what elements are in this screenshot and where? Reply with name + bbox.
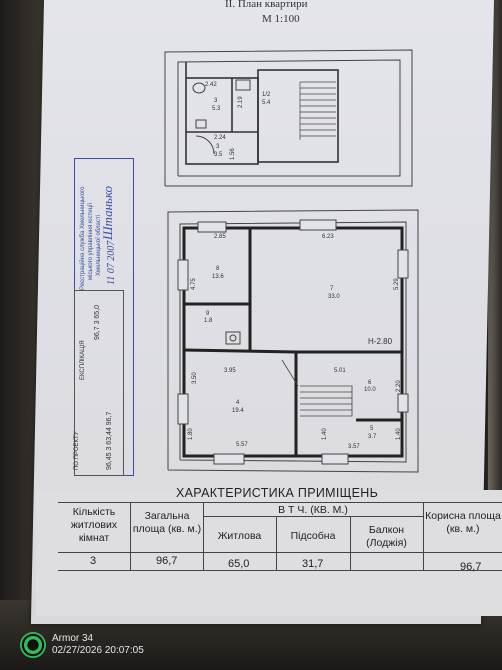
svg-text:3.5: 3.5 (214, 152, 223, 158)
watermark-brand: Armor 34 (52, 633, 94, 644)
value-living: 65,0 (228, 558, 250, 570)
lower-text: 2.85 6.23 8 13.6 4.75 7 33.0 5.29 9 1.8 … (188, 234, 402, 450)
lower-stairs (281, 359, 353, 417)
upper-frame (164, 49, 413, 187)
svg-text:2.20: 2.20 (396, 380, 402, 392)
svg-text:1.80: 1.80 (188, 428, 194, 440)
svg-text:1.40: 1.40 (396, 428, 402, 440)
side-table-row-1: 96,7 3 65,0 (94, 304, 101, 340)
table-col-4 (350, 516, 351, 570)
stamp-date: 11 07 2007 (106, 240, 117, 285)
svg-text:1/2: 1/2 (262, 92, 271, 98)
side-explication-box (74, 290, 124, 476)
header-living: Житлова (217, 530, 262, 542)
svg-text:9: 9 (206, 311, 210, 317)
side-table-caption: ПО ПРОЕКТУ (74, 431, 80, 470)
table-line-bottom (58, 570, 502, 571)
svg-text:5.01: 5.01 (334, 368, 346, 374)
svg-text:33.0: 33.0 (328, 294, 340, 300)
lower-fixtures (225, 331, 241, 345)
stamp-signature: Штанько (100, 185, 115, 240)
svg-text:8: 8 (216, 266, 220, 272)
svg-text:4.75: 4.75 (191, 278, 197, 290)
svg-text:7: 7 (330, 286, 334, 292)
plan-title: II. План квартири (225, 0, 308, 10)
side-table-header: ЕКСПЛІКАЦІЯ (80, 340, 86, 380)
stamp-line-2: міського управління юстиції (88, 202, 94, 280)
table-col-3 (276, 516, 277, 570)
svg-text:19.4: 19.4 (232, 408, 244, 414)
table-col-2 (203, 502, 204, 570)
table-line-top (58, 502, 502, 503)
svg-text:6: 6 (368, 380, 372, 386)
svg-text:3.57: 3.57 (348, 444, 360, 450)
svg-text:2.19: 2.19 (238, 96, 244, 108)
watermark-datetime: 02/27/2026 20:07:05 (52, 645, 144, 656)
camera-lens-icon (20, 632, 46, 658)
header-subtitle: В Т Ч. (КВ. М.) (278, 504, 348, 516)
upper-text: 2.42 3 5.3 1/2 5.4 2.19 2.24 3 3.5 1.56 (205, 82, 271, 160)
svg-text:13.6: 13.6 (212, 274, 224, 280)
svg-text:3: 3 (216, 144, 220, 150)
svg-text:5.3: 5.3 (212, 106, 221, 112)
svg-text:3.50: 3.50 (192, 372, 198, 384)
plan-scale: М 1:100 (262, 13, 300, 25)
svg-text:Н-2.80: Н-2.80 (368, 337, 393, 346)
svg-text:5.57: 5.57 (236, 442, 248, 448)
document-table-area (36, 490, 502, 616)
header-useful: Корисна площа (кв. м.) (425, 510, 501, 535)
header-aux: Підсобна (290, 530, 336, 542)
lower-walls (182, 226, 404, 458)
upper-rooms (185, 62, 339, 165)
table-col-1 (130, 502, 131, 570)
upper-stairs (299, 81, 336, 140)
svg-text:1.56: 1.56 (230, 148, 236, 160)
table-title: ХАРАКТЕРИСТИКА ПРИМІЩЕНЬ (176, 486, 379, 500)
svg-text:4: 4 (236, 400, 240, 406)
svg-text:3.7: 3.7 (368, 434, 377, 440)
svg-text:2.24: 2.24 (214, 135, 226, 141)
header-rooms: Кількість житлових кімнат (70, 506, 118, 544)
table-line-sub (203, 516, 423, 517)
svg-text:1.8: 1.8 (204, 318, 213, 324)
window-openings (177, 219, 409, 465)
side-table-row-2: 96,45 3 63,44 96,7 (106, 411, 113, 470)
svg-text:3: 3 (214, 98, 218, 104)
upper-fixtures (192, 79, 251, 155)
svg-text:5: 5 (370, 426, 374, 432)
camera-watermark: Armor 34 02/27/2026 20:07:05 (52, 633, 144, 657)
svg-text:5.29: 5.29 (394, 278, 400, 290)
value-total: 96,7 (156, 555, 178, 567)
svg-text:5.4: 5.4 (262, 100, 271, 106)
floor-plan-drawing: 2.42 3 5.3 1/2 5.4 2.19 2.24 3 3.5 1.56 (164, 49, 419, 473)
svg-text:3.95: 3.95 (224, 368, 236, 374)
svg-text:2.42: 2.42 (205, 82, 217, 88)
svg-text:1.40: 1.40 (322, 428, 328, 440)
header-total: Загальна площа (кв. м.) (132, 510, 202, 535)
svg-text:2.85: 2.85 (214, 234, 226, 240)
table-line-header-bottom (58, 552, 502, 553)
svg-text:10.0: 10.0 (364, 387, 376, 393)
value-rooms: 3 (90, 555, 97, 567)
value-useful: 96,7 (460, 561, 482, 573)
stamp-line-1: Реєстраційна служба Хмельницького (80, 186, 86, 291)
table-col-5 (423, 502, 424, 570)
value-aux: 31,7 (302, 558, 324, 570)
svg-text:6.23: 6.23 (322, 234, 334, 240)
characteristics-table: ХАРАКТЕРИСТИКА ПРИМІЩЕНЬ Кількість житло… (58, 486, 502, 604)
header-balcony: Балкон (Лоджія) (366, 524, 407, 549)
